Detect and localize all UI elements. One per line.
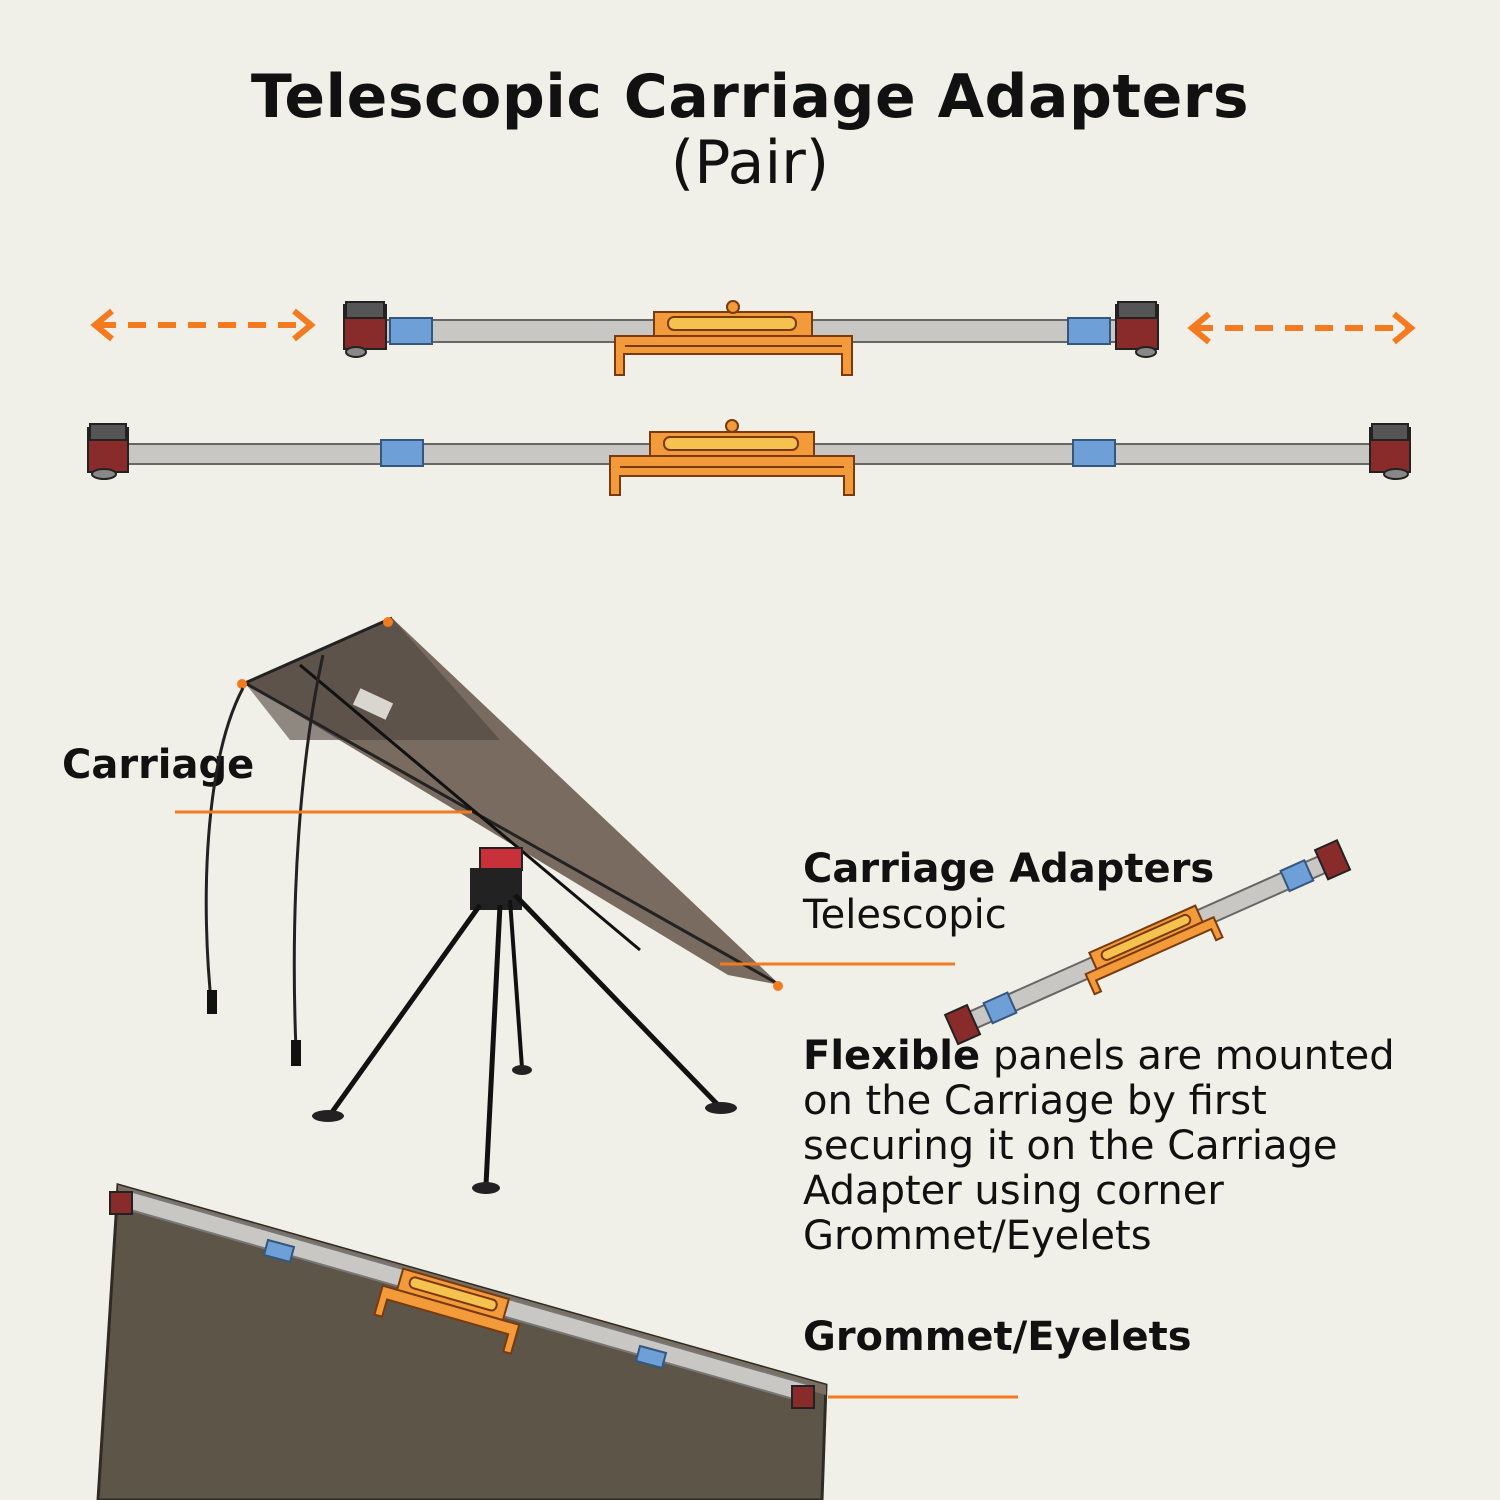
panel-mounted-illustration	[96, 1183, 828, 1500]
carriage-adapters-sublabel: Telescopic	[803, 892, 1007, 938]
double-arrow-left-icon	[90, 308, 316, 342]
page-subtitle: (Pair)	[670, 128, 830, 198]
carriage-tripod-illustration	[204, 616, 783, 1194]
double-arrow-right-icon	[1187, 311, 1416, 345]
description-rest: panels are mounted on the Carriage by fi…	[803, 1033, 1395, 1259]
carriage-adapters-label: Carriage Adapters	[803, 846, 1215, 892]
adapter-extended	[87, 419, 1411, 496]
description-bold: Flexible	[803, 1033, 981, 1079]
grommet-label: Grommet/Eyelets	[803, 1314, 1192, 1360]
adapter-collapsed	[343, 300, 1159, 376]
description-text: Flexible panels are mounted on the Carri…	[803, 1034, 1443, 1259]
adapter-angled-illustration	[943, 839, 1352, 1046]
page-title: Telescopic Carriage Adapters	[250, 62, 1250, 132]
